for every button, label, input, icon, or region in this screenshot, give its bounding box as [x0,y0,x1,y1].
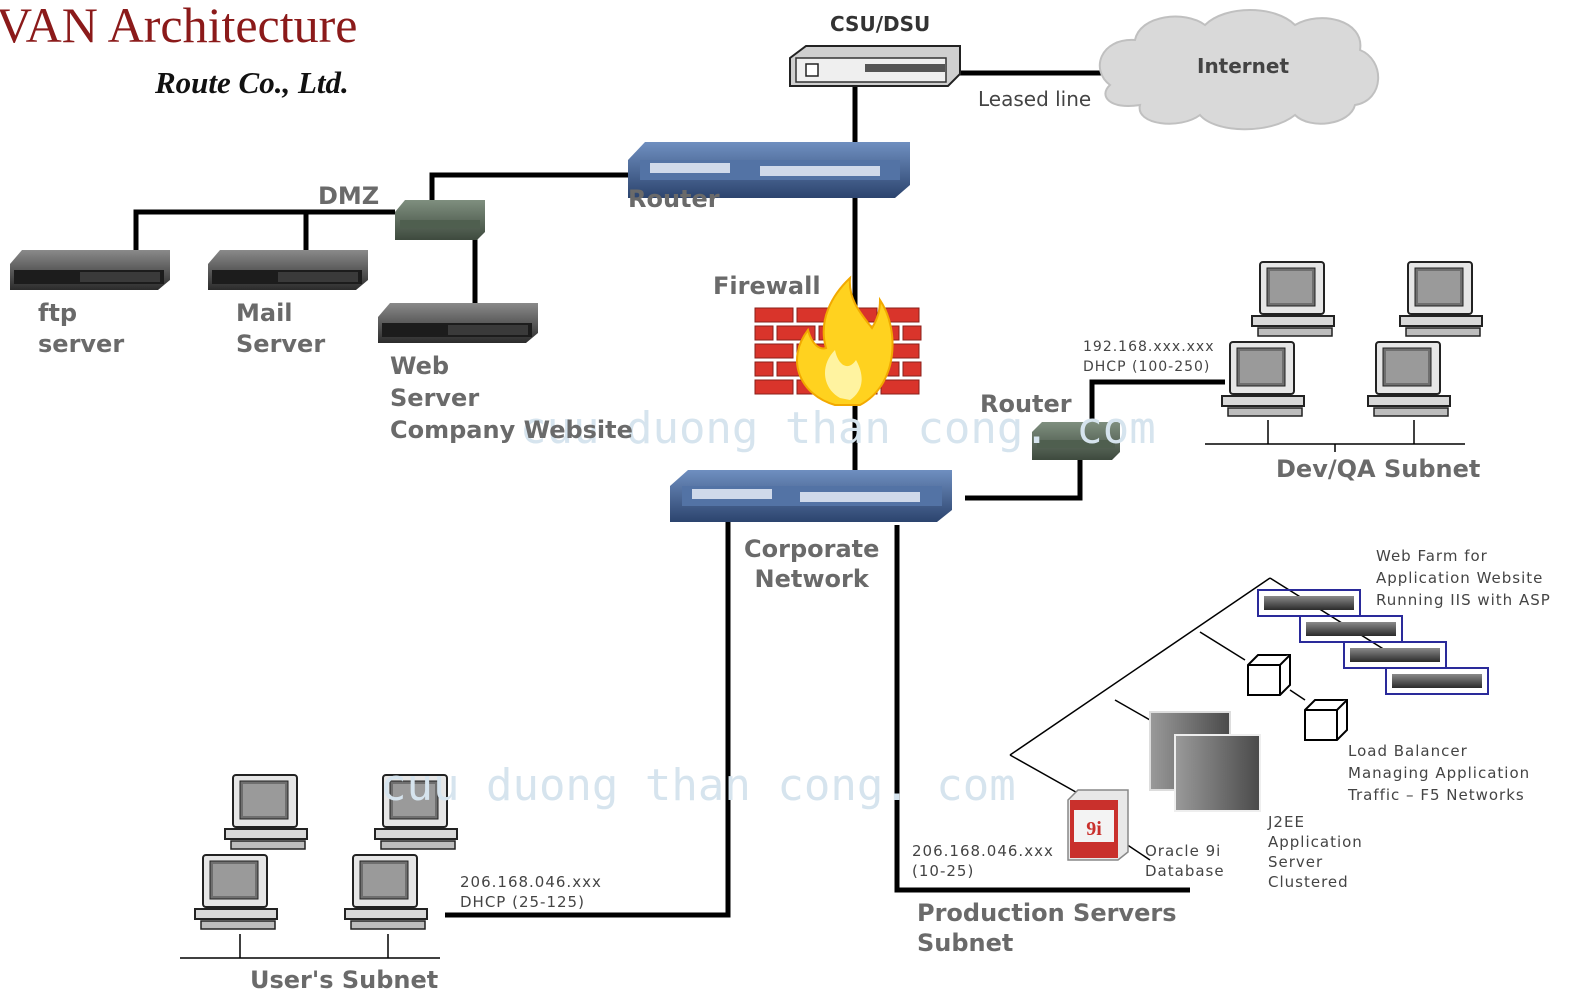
devqa-router-device [1032,422,1120,460]
diagram-subtitle: Route Co., Ltd. [155,65,349,100]
leased-line-label: Leased line [978,87,1092,111]
dmz-ftp-link [133,209,395,250]
users-subnet-label: User's Subnet [250,966,439,994]
firewall-icon [754,275,922,406]
production-ip-label: 206.168.046.xxx (10-25) [912,842,1054,880]
top-router-label: Router [628,185,720,213]
dmz-label: DMZ [318,182,380,210]
web-farm-label: Web Farm for Application Website Running… [1376,547,1551,609]
web-farm-servers [1257,589,1489,695]
dmz-hub-device [395,200,485,240]
subnet-lines [180,420,1465,959]
internet-label: Internet [1197,54,1290,78]
mail-server-device [208,250,368,290]
ftp-server-label: ftp server [38,299,125,358]
devqa-pcs [1221,261,1483,417]
devqa-subnet-label: Dev/QA Subnet [1276,455,1481,483]
csu-dsu-device [789,45,961,87]
j2ee-cluster-devices [1149,711,1261,812]
firewall-label: Firewall [713,272,821,300]
mail-server-label: Mail Server [236,299,326,358]
watermark-bottom: cuu duong than cong. com [380,760,1016,811]
diagram-title: VAN Architecture [0,0,358,53]
web-server-label: Web Server Company Website [390,352,633,444]
csu-dsu-label: CSU/DSU [830,12,931,36]
internet-cloud [1098,9,1380,131]
devqa-router-label: Router [980,390,1072,418]
ftp-server-device [10,250,170,290]
corp-router-link [965,455,1083,501]
corp-users-link [445,510,731,918]
devqa-ip-label: 192.168.xxx.xxx DHCP (100-250) [1083,339,1215,375]
oracle-label: Oracle 9i Database [1145,842,1225,880]
network-links [133,70,1225,918]
production-subnet-label: Production Servers Subnet [917,899,1177,957]
watermark-top: cuu duong than cong. com [520,403,1156,454]
users-ip-label: 206.168.046.xxx DHCP (25-125) [460,873,602,911]
web-server-device [378,303,538,343]
corporate-router-device [670,470,952,522]
top-router-device [628,142,910,198]
corporate-network-label: Corporate Network [744,535,880,593]
load-balancer-devices [1247,654,1348,741]
router-dmz-link [429,172,630,210]
load-balancer-label: Load Balancer Managing Application Traff… [1348,742,1531,804]
router-devqa-link [1089,379,1225,430]
j2ee-label: J2EE Application Server Clustered [1268,813,1363,891]
svg-text:9i: 9i [1086,818,1102,840]
corp-production-link [894,525,1190,893]
oracle-database-icon: 9i [1067,789,1129,861]
